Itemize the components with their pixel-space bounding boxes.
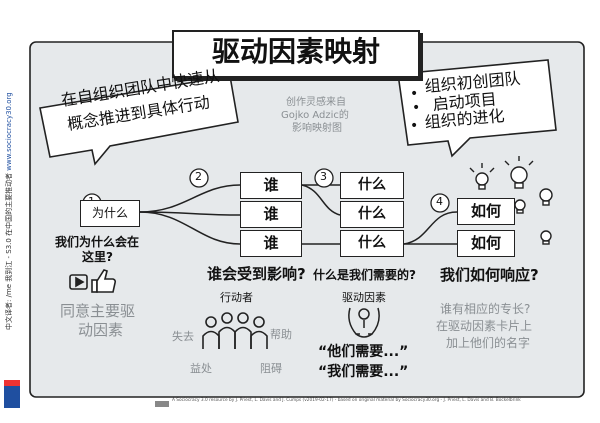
connector-why-who-bot bbox=[139, 211, 241, 245]
connector-why-who-top bbox=[139, 184, 241, 213]
speech-bubble-left bbox=[39, 75, 239, 166]
what-box-3: 什么 bbox=[340, 230, 404, 257]
connector-why-who-mid bbox=[139, 211, 241, 216]
who-box-3: 谁 bbox=[240, 230, 302, 257]
how-question: 我们如何响应? bbox=[440, 266, 539, 284]
speech-right-bullet-1: • bbox=[410, 86, 419, 102]
footer-credit: A Sociocracy 3.0 resource by J. Priest, … bbox=[172, 398, 521, 403]
why-question-line-2: 这里? bbox=[82, 250, 113, 264]
what-quote-2: “我们需要...” bbox=[318, 364, 409, 380]
s3-logo bbox=[4, 380, 20, 408]
connectors bbox=[139, 184, 458, 245]
connector-who-what-mid bbox=[301, 184, 341, 216]
title-banner bbox=[172, 30, 420, 78]
what-box-2: 什么 bbox=[340, 201, 404, 228]
what-quote-1: “他们需要...” bbox=[318, 344, 409, 360]
step-4-number: 4 bbox=[436, 195, 443, 208]
step-4-circle bbox=[430, 193, 450, 213]
inspiration-line-3: 影响映射图 bbox=[292, 123, 342, 134]
cc-license-badge bbox=[155, 401, 169, 407]
what-question: 什么是我们需要的? bbox=[313, 268, 416, 282]
thumbs-up-icon bbox=[91, 269, 117, 293]
who-subtitle: 行动者 bbox=[220, 291, 253, 304]
connector-what-how-top bbox=[403, 211, 458, 245]
how-box-2: 如何 bbox=[457, 230, 515, 257]
who-label-hinder: 阻碍 bbox=[260, 362, 282, 375]
why-note-line-1: 同意主要驱 bbox=[60, 302, 136, 320]
people-icon bbox=[202, 312, 268, 349]
how-note-line-3: 加上他们的名字 bbox=[446, 336, 531, 350]
step-2-number: 2 bbox=[195, 170, 202, 183]
who-label-benefit: 益处 bbox=[190, 362, 212, 375]
what-subtitle: 驱动因素 bbox=[342, 291, 386, 304]
side-credit-text: 中文译者: /me 我到江 - S3.0 在中国的主要推动者 www.socio… bbox=[5, 92, 13, 330]
play-icon bbox=[69, 274, 88, 290]
speech-right-bullet-2: • bbox=[412, 100, 421, 116]
inspiration-line-1: 创作灵感来自 bbox=[286, 97, 346, 108]
speech-bubble-right bbox=[397, 59, 557, 158]
why-note-line-2: 动因素 bbox=[78, 321, 124, 339]
page-title: 驱动因素映射 bbox=[211, 35, 380, 68]
side-credit-url: www.sociocracy30.org bbox=[5, 92, 13, 171]
who-question: 谁会受到影响? bbox=[207, 265, 306, 283]
hands-icon bbox=[348, 307, 380, 338]
why-box: 为什么 bbox=[80, 200, 140, 227]
what-box-1: 什么 bbox=[340, 172, 404, 199]
who-box-1: 谁 bbox=[240, 172, 302, 199]
step-3-number: 3 bbox=[320, 170, 327, 183]
inspiration-line-2: Gojko Adzic的 bbox=[281, 110, 349, 121]
how-note-line-2: 在驱动因素卡片上 bbox=[436, 319, 533, 333]
how-box-1: 如何 bbox=[457, 198, 515, 225]
step-3-circle bbox=[314, 168, 334, 188]
who-label-lose: 失去 bbox=[172, 330, 194, 343]
who-box-2: 谁 bbox=[240, 201, 302, 228]
step-2-circle bbox=[189, 168, 209, 188]
lightbulb-icon bbox=[469, 156, 553, 245]
why-question-line-1: 我们为什么会在 bbox=[55, 235, 140, 249]
who-label-help: 帮助 bbox=[270, 328, 292, 341]
how-note-line-1: 谁有相应的专长? bbox=[440, 302, 531, 316]
speech-right-bullet-3: • bbox=[410, 118, 419, 134]
